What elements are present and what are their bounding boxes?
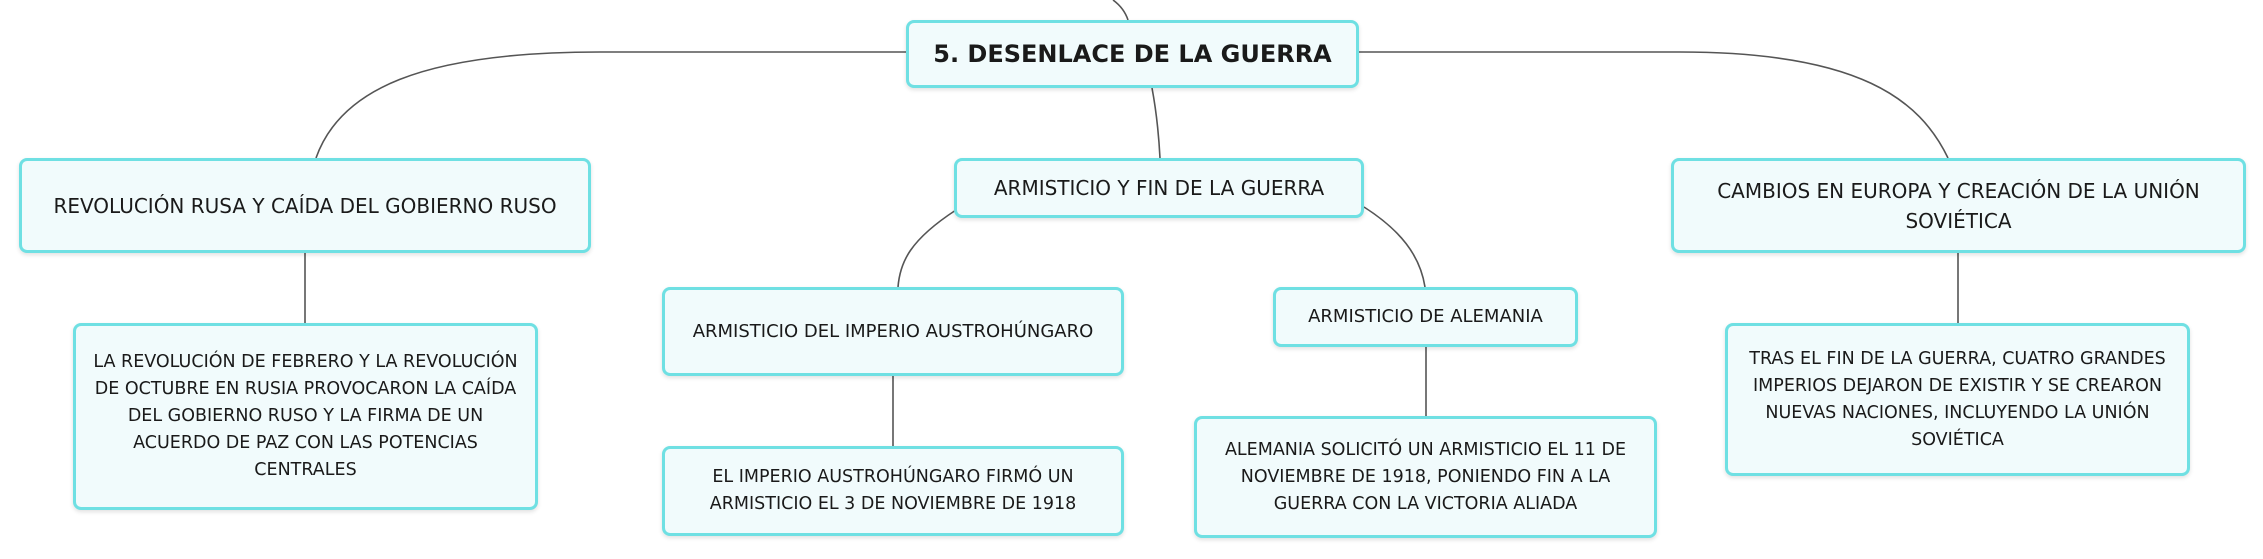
detail-revolucion-rusa-text: LA REVOLUCIÓN DE FEBRERO Y LA REVOLUCIÓN… (93, 352, 518, 480)
topic-revolucion-rusa-label: REVOLUCIÓN RUSA Y CAÍDA DEL GOBIERNO RUS… (53, 193, 557, 218)
detail-cambios-europa-text: TRAS EL FIN DE LA GUERRA, CUATRO GRANDES… (1749, 348, 2166, 450)
root-topic-label: 5. DESENLACE DE LA GUERRA (933, 40, 1332, 68)
root-topic[interactable]: 5. DESENLACE DE LA GUERRA (906, 20, 1359, 88)
detail-armisticio-alemania[interactable]: ALEMANIA SOLICITÓ UN ARMISTICIO EL 11 DE… (1194, 416, 1657, 538)
connector-root-right (1359, 51, 1949, 159)
detail-revolucion-rusa[interactable]: LA REVOLUCIÓN DE FEBRERO Y LA REVOLUCIÓN… (73, 323, 538, 510)
topic-cambios-europa-label: CAMBIOS EN EUROPA Y CREACIÓN DE LA UNIÓN… (1717, 178, 2200, 233)
connector-root-left (315, 51, 906, 159)
topic-armisticio-fin-label: ARMISTICIO Y FIN DE LA GUERRA (993, 176, 1325, 200)
connector-root-parent (1112, 0, 1129, 21)
detail-armisticio-austrohungaro[interactable]: EL IMPERIO AUSTROHÚNGARO FIRMÓ UN ARMIST… (662, 446, 1124, 536)
detail-armisticio-austrohungaro-text: EL IMPERIO AUSTROHÚNGARO FIRMÓ UN ARMIST… (709, 467, 1077, 514)
topic-armisticio-austrohungaro[interactable]: ARMISTICIO DEL IMPERIO AUSTROHÚNGARO (662, 287, 1124, 376)
topic-cambios-europa[interactable]: CAMBIOS EN EUROPA Y CREACIÓN DE LA UNIÓN… (1671, 158, 2246, 253)
topic-armisticio-alemania[interactable]: ARMISTICIO DE ALEMANIA (1273, 287, 1578, 347)
topic-armisticio-fin[interactable]: ARMISTICIO Y FIN DE LA GUERRA (954, 158, 1364, 218)
topic-revolucion-rusa[interactable]: REVOLUCIÓN RUSA Y CAÍDA DEL GOBIERNO RUS… (19, 158, 591, 253)
topic-armisticio-austrohungaro-label: ARMISTICIO DEL IMPERIO AUSTROHÚNGARO (692, 320, 1094, 342)
connector-root-center (1151, 87, 1161, 159)
connector-center-alemania (1363, 206, 1426, 288)
detail-cambios-europa[interactable]: TRAS EL FIN DE LA GUERRA, CUATRO GRANDES… (1725, 323, 2190, 476)
detail-armisticio-alemania-text: ALEMANIA SOLICITÓ UN ARMISTICIO EL 11 DE… (1224, 439, 1627, 514)
topic-armisticio-alemania-label: ARMISTICIO DE ALEMANIA (1308, 306, 1543, 327)
connector-center-austro (897, 209, 957, 288)
